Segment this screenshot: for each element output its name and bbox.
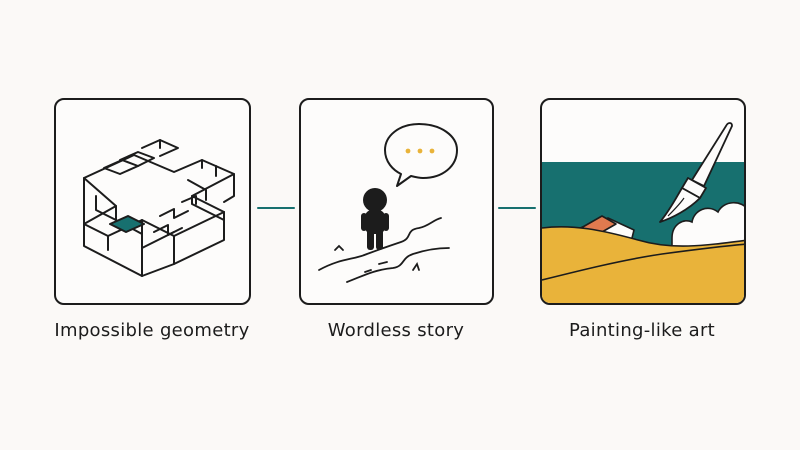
panel-impossible-geometry	[54, 98, 251, 305]
paintbrush-landscape-icon	[542, 122, 744, 303]
caption-wordless-story: Wordless story	[327, 320, 465, 341]
panel-painting-like-art	[540, 98, 746, 305]
caption-painting-like-art: Painting-like art	[568, 320, 716, 341]
figure-with-speech-bubble-icon	[318, 123, 458, 283]
panel-wordless-story	[299, 98, 494, 305]
impossible-staircase-icon	[83, 139, 235, 277]
connector-line-2	[498, 207, 536, 209]
caption-impossible-geometry: Impossible geometry	[54, 320, 250, 341]
person-figure	[361, 188, 389, 250]
connector-line-1	[257, 207, 295, 209]
